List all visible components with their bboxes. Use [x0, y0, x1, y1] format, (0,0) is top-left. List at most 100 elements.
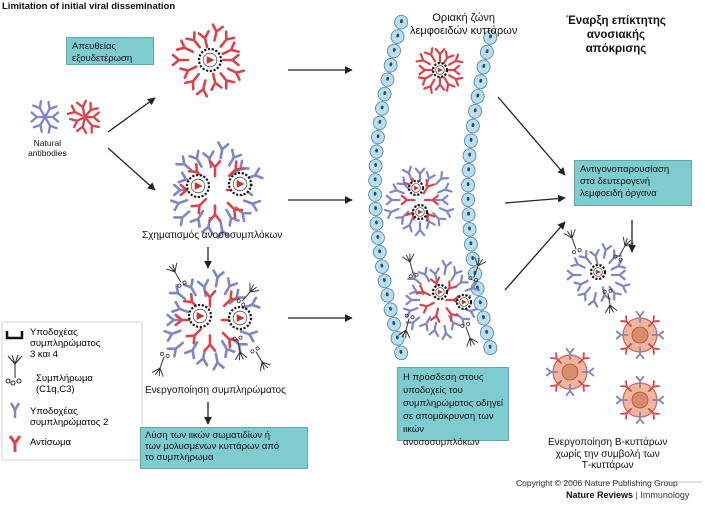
legend-cr2-line1: Υποδοχέας: [30, 406, 78, 417]
antibody-icon: [242, 296, 261, 310]
marginal-zone-cell: [462, 148, 477, 163]
b-cell-activation-label: Ενεργοποίηση Β-κυττάρων χωρίς την συμβολ…: [548, 437, 667, 472]
antibody-icon: [220, 339, 236, 359]
journal-name: Nature Reviews: [566, 490, 634, 500]
marginal-zone-cell: [368, 201, 383, 217]
complement-icon: [151, 351, 170, 377]
complement-icon: [398, 313, 415, 339]
antibody-icon: [169, 198, 189, 212]
antibody-icon: [648, 315, 660, 327]
antibody-icon: [383, 207, 400, 219]
antibody-icon: [615, 395, 629, 405]
complement-receptor-line1: Η πρόσδεση στους: [403, 372, 484, 383]
complement-receptor-line5: ιικών ανοσοσυμπλόκων: [403, 424, 480, 448]
antibody-icon: [225, 208, 240, 227]
marginal-zone-line1: Οριακή ζώνη: [432, 12, 495, 24]
antibody-icon: [419, 301, 435, 314]
antibody-icon: [173, 210, 191, 227]
legend-antibody: Αντίσωμα: [30, 437, 72, 448]
antibody-icon: [565, 347, 575, 361]
complement-icon: [166, 262, 187, 288]
marginal-zone-cell: [387, 43, 401, 59]
complex-virus-1: [185, 173, 211, 199]
antibody-icon: [223, 277, 239, 296]
legend-cr34-line1: Υποδοχέας: [30, 327, 78, 338]
antibody-icon: [66, 104, 84, 117]
antibody-icon: [44, 100, 58, 118]
arrow-zone-top-to-presentation: [497, 96, 566, 176]
antibody-icon: [385, 194, 401, 206]
antigen-presentation-line3: λεμφοειδή όργανα: [580, 188, 657, 199]
journal-credit: Nature Reviews | Immunology: [566, 490, 690, 500]
complement-icon: [602, 288, 618, 314]
direct-neutralization-label: Απευθείας εξουδετέρωση: [72, 41, 133, 64]
acquired-response-line1: Έναρξη επίκτητης: [566, 15, 666, 27]
antibody-icon: [44, 117, 58, 134]
b-cell-activation-line1: Ενεργοποίηση Β-κυττάρων: [548, 437, 668, 448]
zone-virus-top: [431, 61, 449, 79]
antibody-icon: [171, 53, 190, 67]
antibody-icon: [648, 408, 660, 420]
antibody-icon: [197, 29, 210, 49]
complement-receptor-line3: συμπληρώματος οδηγεί: [403, 398, 503, 409]
antibody-icon: [184, 72, 200, 91]
marginal-zone-cell: [369, 144, 384, 159]
antibody-icon: [400, 194, 416, 206]
marginal-zone-cell: [372, 115, 387, 130]
antibody-icon: [587, 292, 599, 308]
marginal-zone-cell: [380, 72, 395, 87]
antibody-icon: [185, 327, 203, 345]
marginal-zone-cell: [372, 245, 387, 260]
b-cell-1: [545, 347, 595, 397]
antibody-icon: [417, 73, 434, 86]
figure-title: Limitation of initial viral disseminatio…: [2, 1, 176, 12]
antibody-icon: [389, 183, 405, 195]
antibody-icon: [227, 148, 243, 167]
complement-icon: [232, 335, 248, 361]
antibody-icon: [85, 118, 100, 134]
antibody-icon: [415, 284, 432, 297]
journal-section: Immunology: [640, 490, 690, 500]
antibody-icon: [171, 300, 190, 314]
marginal-zone-cell: [479, 44, 494, 60]
legend-frame: [1, 321, 143, 461]
antibody-icon: [441, 324, 453, 341]
complement-receptor-3-4-icon: [5, 331, 24, 340]
antibody-icon: [434, 75, 446, 91]
antibody-icon: [208, 159, 222, 178]
antibody-icon: [651, 330, 665, 340]
marginal-zone-cell: [383, 58, 398, 73]
antibody-icon: [620, 380, 632, 392]
marginal-zone-cell: [461, 207, 476, 222]
marginal-zone-cell: [394, 14, 409, 30]
antibody-icon: [445, 64, 461, 76]
antibody-icon: [216, 141, 230, 160]
antibody-icon: [620, 408, 632, 420]
antibody-icon: [436, 182, 453, 194]
antibody-icon: [428, 321, 440, 338]
antibody-icon: [550, 380, 562, 392]
marginal-zone-cell-wall: [368, 14, 498, 361]
marginal-zone-cell: [394, 345, 409, 361]
antibody-clusters: [30, 23, 665, 425]
antibody-icon: [581, 367, 595, 377]
marginal-zone-cell: [377, 273, 392, 289]
antibody-icon: [230, 337, 249, 354]
marginal-zone-cell: [462, 222, 477, 237]
antibody-icon: [168, 284, 187, 301]
complement-icon: [5, 354, 23, 386]
antibody-icon: [615, 330, 629, 340]
antibody-icon: [175, 39, 195, 53]
complement-complex-blue: [163, 269, 261, 371]
marginal-zone-cell: [468, 103, 482, 119]
antibody-icon: [434, 171, 449, 186]
antigen-presentation-line1: Αντιγονοπαρουσίαση: [580, 164, 670, 175]
antibody-icon: [242, 199, 262, 212]
lysis-line3: το συμπλήρωμα: [145, 452, 214, 463]
antibody-icon: [635, 375, 645, 389]
marginal-zone-cell: [476, 59, 491, 75]
marginal-zone-cell: [470, 89, 485, 104]
legend-complement: Συμπλήρωμα (C1q,C3): [36, 373, 93, 395]
zone-virus-bottom-1: [431, 283, 449, 301]
